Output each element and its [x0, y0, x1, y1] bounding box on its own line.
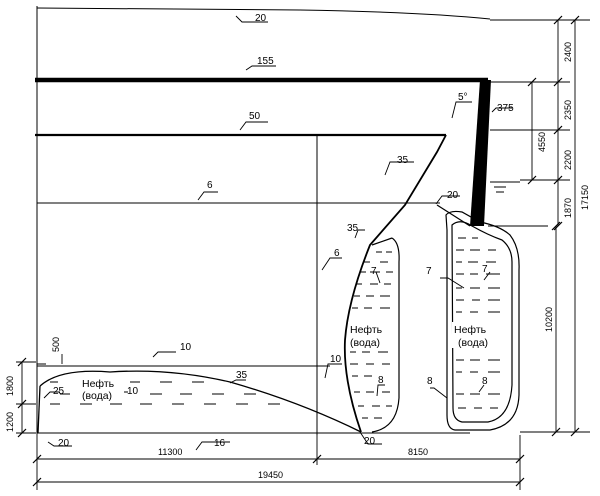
dim-bottom-right: 8150: [408, 447, 428, 457]
label-upper-deck: 155: [257, 56, 274, 67]
label-bottom-tank-inner: 10: [127, 386, 139, 397]
left-tank-content-line1: Нефть: [350, 324, 383, 336]
bottom-tank-content-line2: (вода): [82, 390, 112, 402]
label-bottom-plate-mid: 16: [214, 438, 226, 449]
left-tank: [371, 237, 400, 433]
label-bottom-tank-slope: 35: [236, 370, 248, 381]
dim-right-2: 2350: [563, 100, 573, 120]
right-tank-content-line1: Нефть: [454, 324, 487, 336]
label-top-deck: 20: [255, 13, 267, 24]
right-tank-content-line2: (вода): [458, 337, 488, 349]
top-deck-line: [36, 7, 491, 20]
dim-right-group: 4550: [537, 132, 547, 152]
dim-right-3: 2200: [563, 150, 573, 170]
plate-labels: 20 155 50 6 5° 375 35 20 35 6 7 7 7 10 8…: [51, 13, 514, 449]
bottom-tank-liquid-hatch: [50, 381, 280, 405]
label-right-tank-lower-a: 8: [427, 376, 433, 387]
left-tank-content-line2: (вода): [350, 337, 380, 349]
label-right-tank-lower-b: 8: [482, 376, 488, 387]
right-tank: [445, 210, 520, 431]
label-tank-upper: 7: [371, 266, 377, 277]
label-angle: 5°: [458, 92, 468, 103]
left-tank-liquid-hatch: [350, 251, 393, 419]
dim-left-2: 1200: [5, 412, 15, 432]
right-tank-liquid-hatch: [456, 237, 500, 409]
dimension-lines: [16, 19, 590, 490]
bottom-tank: [37, 370, 362, 434]
dim-left-1: 1800: [5, 376, 15, 396]
label-web-left: 6: [334, 248, 340, 259]
label-bracket: 20: [447, 190, 459, 201]
dim-right-total: 17150: [580, 185, 590, 210]
label-web-bottom: 10: [330, 354, 342, 365]
water-level-marks: [488, 181, 548, 227]
label-middle-deck: 50: [249, 111, 261, 122]
label-tank-lower: 8: [378, 375, 384, 386]
leader-lines: [43, 15, 512, 451]
dim-right-1: 2400: [563, 42, 573, 62]
tank-content-labels: Нефть (вода) Нефть (вода) Нефть (вода): [80, 322, 496, 402]
dim-right-lower: 10200: [544, 307, 554, 332]
dimension-labels: 2400 2350 2200 1870 4550 17150 10200 180…: [5, 42, 590, 480]
label-right-tank-upper-b: 7: [482, 264, 488, 275]
dim-bottom-total: 19450: [258, 470, 283, 480]
dimension-ticks: [17, 15, 580, 487]
label-sloped-lower: 35: [347, 223, 359, 234]
label-bottom-plate-left: 20: [58, 438, 70, 449]
sloped-bulkhead: [343, 134, 447, 433]
label-vertical-post: 375: [497, 103, 514, 114]
dim-right-4: 1870: [563, 198, 573, 218]
label-bottom-tank-top: 10: [180, 342, 192, 353]
dim-bottom-left: 11300: [158, 447, 182, 457]
bottom-tank-content-line1: Нефть: [82, 378, 115, 390]
label-bottom-tank-height: 500: [51, 337, 61, 352]
label-bottom-tank-side: 25: [53, 386, 65, 397]
label-sloped-upper: 35: [397, 155, 409, 166]
structure-outline: [36, 6, 491, 435]
label-lower-deck: 6: [207, 180, 213, 191]
vertical-post: [470, 80, 491, 226]
label-right-tank-upper-a: 7: [426, 266, 432, 277]
label-bottom-plate-right: 20: [364, 436, 376, 447]
